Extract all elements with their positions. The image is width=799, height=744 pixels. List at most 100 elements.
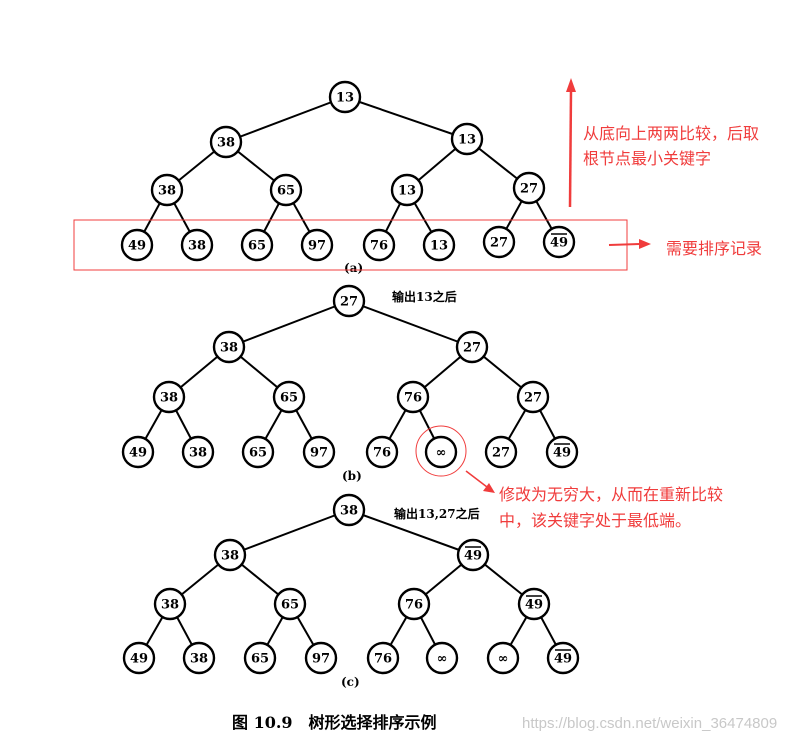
tree-node: 38 — [332, 493, 366, 527]
node-value: 97 — [310, 446, 328, 461]
tree-a-label: (a) — [344, 261, 363, 275]
node-value: 38 — [340, 504, 358, 519]
node-value: 49 — [129, 446, 147, 461]
tree-node: 38 — [152, 380, 186, 414]
compare-note-line1: 从底向上两两比较，后取 — [583, 124, 759, 143]
tree-node: 76 — [365, 435, 399, 469]
tree-node: 38 — [150, 173, 184, 207]
tree-node: 38 — [180, 228, 214, 262]
node-value: 13 — [458, 133, 476, 148]
tree-node: 49 — [542, 225, 576, 259]
tree-node: 13 — [450, 122, 484, 156]
node-value: 27 — [492, 446, 510, 461]
tree-b-caption: 输出13之后 — [392, 289, 457, 304]
node-value: 27 — [340, 295, 358, 310]
node-value: 65 — [281, 598, 299, 613]
node-value: 13 — [336, 91, 354, 106]
node-value: 38 — [158, 184, 176, 199]
node-value: 38 — [220, 341, 238, 356]
figure-caption: 图 10.9 树形选择排序示例 — [232, 713, 437, 732]
tree-node: 13 — [390, 173, 424, 207]
tree-node: 27 — [332, 284, 366, 318]
node-value: 38 — [190, 652, 208, 667]
tree-node: 49 — [545, 435, 579, 469]
tree-node: 49 — [120, 228, 154, 262]
node-value: ∞ — [437, 652, 448, 667]
records-arrow — [608, 239, 651, 249]
tree-node: ∞ — [486, 641, 520, 675]
node-value: 38 — [189, 446, 207, 461]
tree-b-label: (b) — [342, 469, 362, 483]
node-value: 97 — [312, 652, 330, 667]
tree-node: 76 — [366, 641, 400, 675]
tree-node: 49 — [456, 538, 490, 572]
tree-node: 76 — [397, 587, 431, 621]
tree-node: 49 — [122, 641, 156, 675]
node-value: 49 — [128, 239, 146, 254]
tree-node: 49 — [121, 435, 155, 469]
tree-node: 97 — [300, 228, 334, 262]
compare-note-line2: 根节点最小关键字 — [583, 149, 711, 168]
node-value: 49 — [130, 652, 148, 667]
upward-arrow — [566, 78, 576, 208]
tree-node: 97 — [304, 641, 338, 675]
tree-node: 13 — [422, 228, 456, 262]
tree-node: 38 — [153, 587, 187, 621]
tree-edge — [225, 96, 346, 143]
tree-node: 38 — [182, 641, 216, 675]
tree-node: 27 — [484, 435, 518, 469]
node-value: 76 — [370, 239, 388, 254]
node-value: 49 — [550, 236, 568, 251]
node-value: 38 — [188, 239, 206, 254]
tree-node: 38 — [213, 538, 247, 572]
tree-node: 65 — [272, 380, 306, 414]
tree-node: 13 — [328, 80, 362, 114]
tree-edge — [344, 96, 468, 140]
node-value: 49 — [464, 549, 482, 564]
node-value: ∞ — [436, 446, 447, 461]
infinity-note-line2: 中，该关键字处于最低端。 — [499, 511, 691, 530]
tree-node: ∞ — [425, 641, 459, 675]
tree-c: 38 38 49 38 65 76 49 49 38 65 97 76 ∞ ∞ 49 — [122, 493, 580, 675]
node-value: 49 — [554, 652, 572, 667]
node-value: 76 — [373, 446, 391, 461]
tree-node: 49 — [546, 641, 580, 675]
node-value: 65 — [280, 391, 298, 406]
tree-node: 65 — [241, 435, 275, 469]
tree-c-caption: 输出13,27之后 — [394, 506, 480, 521]
node-value: 38 — [221, 549, 239, 564]
node-value: 27 — [490, 236, 508, 251]
node-value: 65 — [248, 239, 266, 254]
node-value: 49 — [525, 598, 543, 613]
node-value: 65 — [251, 652, 269, 667]
tree-node: 38 — [212, 330, 246, 364]
node-value: 38 — [160, 391, 178, 406]
tree-c-label: (c) — [341, 675, 360, 689]
tree-node: 27 — [512, 171, 546, 205]
node-value: 76 — [404, 391, 422, 406]
tree-node: 97 — [302, 435, 336, 469]
node-value: 97 — [308, 239, 326, 254]
tree-node: 38 — [181, 435, 215, 469]
records-note: 需要排序记录 — [666, 239, 762, 258]
node-value: 38 — [161, 598, 179, 613]
node-value: 27 — [463, 341, 481, 356]
tree-node: 65 — [243, 641, 277, 675]
infinity-arrow — [465, 470, 495, 493]
tree-node: 65 — [240, 228, 274, 262]
tree-node: 76 — [362, 228, 396, 262]
tree-a: 13 38 13 38 65 13 27 49 38 65 97 76 13 27 49 — [120, 80, 576, 262]
tree-node: 65 — [273, 587, 307, 621]
tree-edge — [228, 300, 350, 348]
tree-node: 65 — [269, 173, 303, 207]
tree-node: 38 — [209, 125, 243, 159]
node-value: 13 — [398, 184, 416, 199]
node-value: 38 — [217, 136, 235, 151]
tree-node: 49 — [517, 587, 551, 621]
node-value: 76 — [405, 598, 423, 613]
node-value: 76 — [374, 652, 392, 667]
watermark: https://blog.csdn.net/weixin_36474809 — [522, 715, 777, 732]
tree-node: ∞ — [424, 435, 458, 469]
